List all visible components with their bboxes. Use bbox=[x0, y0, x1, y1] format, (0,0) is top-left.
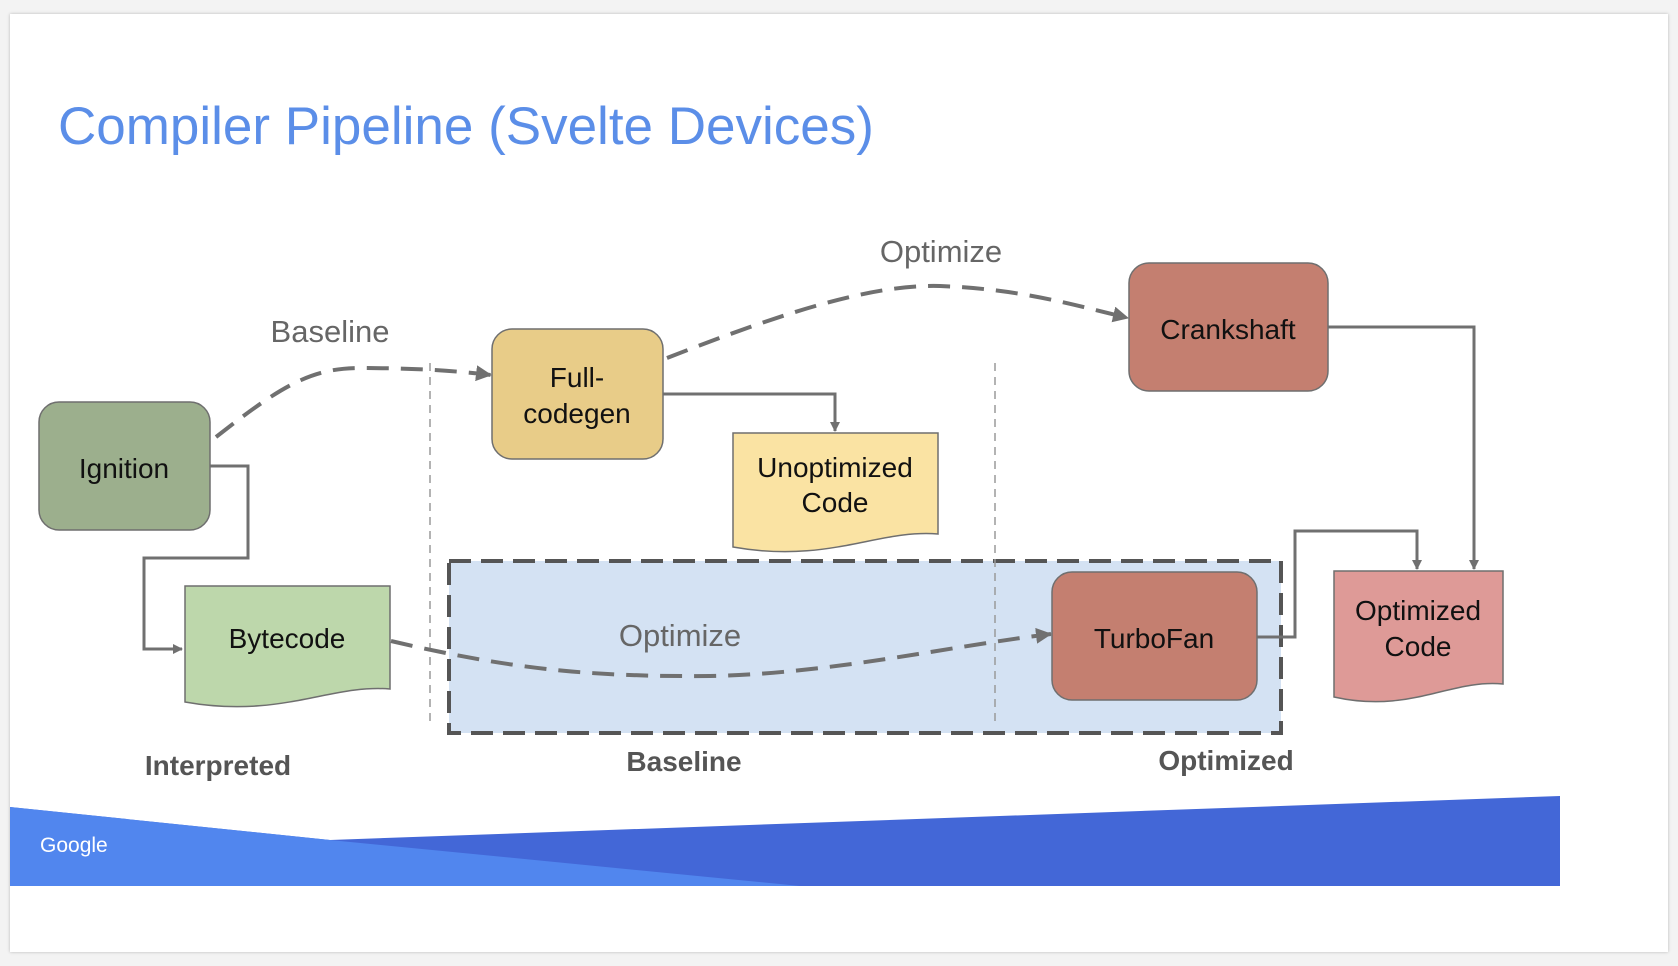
turbofan-label: TurboFan bbox=[1094, 623, 1214, 654]
google-logo: Google bbox=[40, 834, 108, 857]
ignition-node: Ignition bbox=[38, 401, 211, 531]
connector-turbofan-to-optimized bbox=[1257, 529, 1422, 639]
unoptimized-code-document: Unoptimized Code bbox=[732, 432, 939, 553]
connector-ignition-to-bytecode bbox=[142, 464, 250, 654]
crankshaft-label: Crankshaft bbox=[1160, 314, 1296, 345]
optimize-bottom-arrow bbox=[390, 627, 1052, 679]
ignition-label: Ignition bbox=[79, 453, 169, 484]
unoptimized-code-label-line1: Unoptimized bbox=[757, 452, 913, 483]
slide-title: Compiler Pipeline (Svelte Devices) bbox=[58, 97, 874, 156]
tier-label-baseline: Baseline bbox=[626, 746, 741, 777]
slide: Compiler Pipeline (Svelte Devices) Basel… bbox=[10, 14, 1668, 952]
fullcodegen-label-line2: codegen bbox=[523, 398, 630, 429]
baseline-arrow bbox=[214, 365, 492, 439]
crankshaft-node: Crankshaft bbox=[1128, 262, 1329, 392]
optimize-top-edge-label: Optimize bbox=[880, 234, 1002, 269]
optimized-code-label-line2: Code bbox=[1385, 631, 1452, 662]
unoptimized-code-label-line2: Code bbox=[802, 487, 869, 518]
optimized-code-label-line1: Optimized bbox=[1355, 595, 1481, 626]
tier-label-optimized: Optimized bbox=[1158, 745, 1293, 776]
footer-band bbox=[10, 796, 1560, 886]
optimized-code-document: Optimized Code bbox=[1333, 570, 1504, 703]
connector-fullcodegen-to-unoptimized bbox=[663, 392, 840, 432]
fullcodegen-node: Full- codegen bbox=[491, 328, 664, 460]
optimize-bottom-edge-label: Optimize bbox=[619, 618, 741, 653]
connector-crankshaft-to-optimized bbox=[1328, 325, 1479, 570]
turbofan-node: TurboFan bbox=[1051, 571, 1258, 701]
fullcodegen-label-line1: Full- bbox=[550, 362, 604, 393]
pipeline-diagram: Compiler Pipeline (Svelte Devices) Basel… bbox=[10, 97, 1560, 886]
baseline-edge-label: Baseline bbox=[271, 314, 390, 349]
tier-label-interpreted: Interpreted bbox=[145, 750, 291, 781]
bytecode-label: Bytecode bbox=[229, 623, 346, 654]
bytecode-document: Bytecode bbox=[184, 585, 391, 708]
optimize-top-arrow bbox=[666, 283, 1129, 360]
